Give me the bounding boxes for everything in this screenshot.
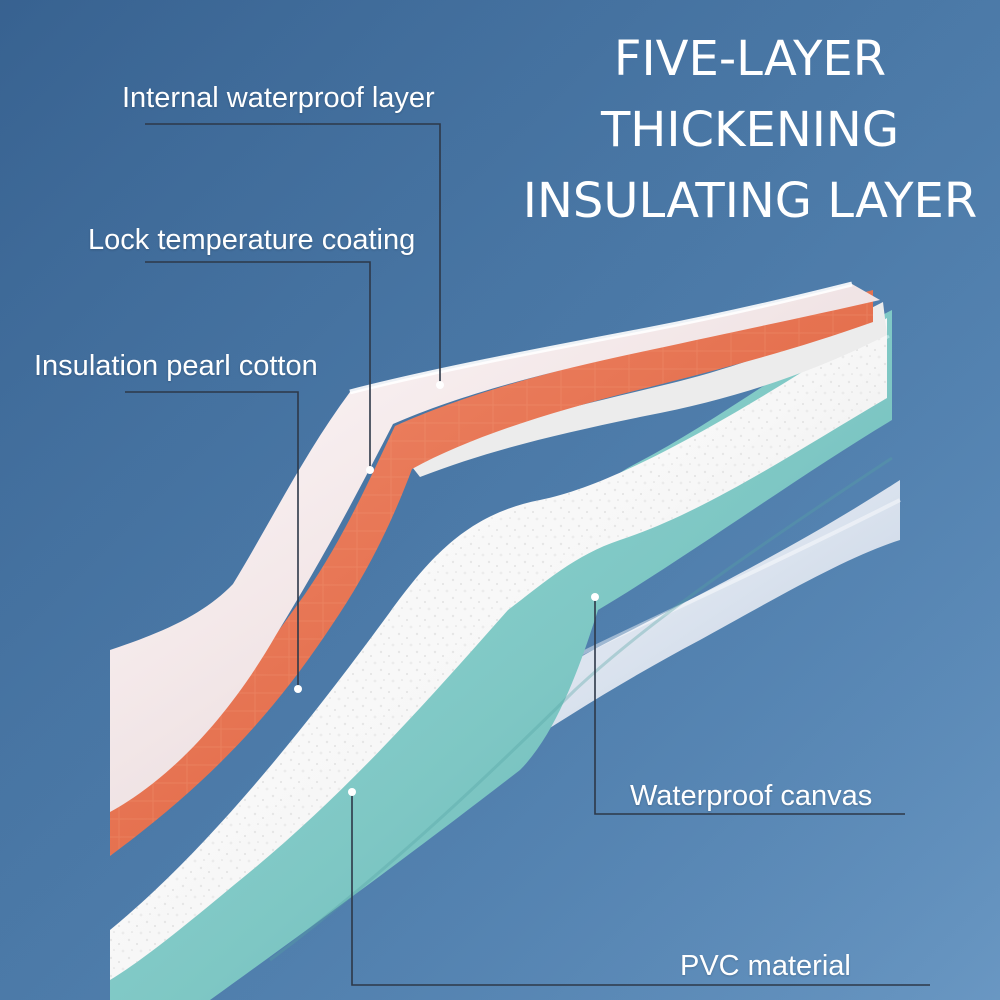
internal-waterproof-layer-leader [145, 123, 441, 384]
lock-temperature-coating-layer [110, 290, 873, 856]
title-line-2: THICKENING [600, 102, 900, 158]
internal-waterproof-layer-label: Internal waterproof layer [122, 82, 435, 114]
waterproof-canvas-leader [594, 597, 905, 815]
internal-waterproof-layer-marker [436, 381, 444, 389]
leader-lines [125, 123, 930, 986]
title-line-3: INSULATING LAYER [522, 173, 978, 229]
insulation-pearl-cotton-marker [294, 685, 302, 693]
lock-temperature-coating-leader [145, 261, 371, 470]
waterproof-canvas-label: Waterproof canvas [630, 780, 873, 812]
lock-temperature-coating-marker [366, 466, 374, 474]
insulation-pearl-cotton-leader [125, 391, 299, 690]
insulation-pearl-cotton-label: Insulation pearl cotton [34, 350, 318, 382]
internal-waterproof-layer [110, 281, 880, 812]
layer-markers [294, 381, 599, 796]
pvc-material-marker [348, 788, 356, 796]
title-line-1: FIVE-LAYER [613, 31, 887, 87]
insulation-pearl-cotton-layer [110, 302, 887, 980]
waterproof-canvas-marker [591, 593, 599, 601]
page-title: FIVE-LAYER THICKENING INSULATING LAYER [500, 24, 1000, 237]
pvc-material-label: PVC material [680, 950, 851, 982]
pvc-material-leader [351, 792, 930, 986]
lock-temperature-coating-label: Lock temperature coating [88, 224, 416, 256]
